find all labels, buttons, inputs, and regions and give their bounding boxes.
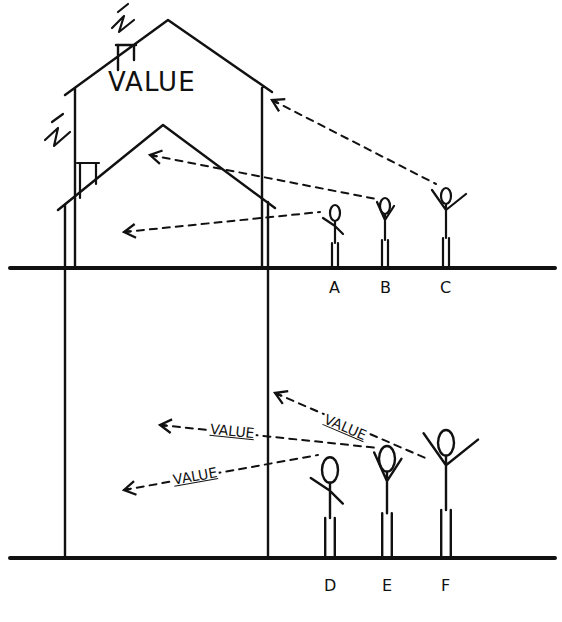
house-box: VALUE xyxy=(55,10,280,272)
arrow-label: VALUE xyxy=(170,465,220,489)
dashed-arrow xyxy=(124,455,318,490)
figure-letter: E xyxy=(382,577,392,595)
ground-line xyxy=(10,266,555,270)
stick-figure xyxy=(424,430,478,558)
house-label: VALUE xyxy=(108,68,196,97)
stick-figure xyxy=(323,205,343,268)
house-wall xyxy=(65,202,268,558)
smoke xyxy=(112,4,134,32)
stick-figure xyxy=(311,457,343,558)
smoke xyxy=(45,114,70,146)
house-outline xyxy=(55,10,280,272)
house-line xyxy=(65,20,272,268)
ground-line xyxy=(10,556,555,560)
figure-letter: A xyxy=(329,279,340,297)
figure-letter: B xyxy=(380,279,391,297)
figure-letter: D xyxy=(324,577,336,595)
stick-figure xyxy=(432,188,466,268)
dashed-arrow xyxy=(275,393,430,460)
chimney xyxy=(77,163,99,198)
arrow-label: VALUE xyxy=(207,422,257,442)
house-roof xyxy=(58,125,275,210)
arrow-label: VALUE xyxy=(320,411,371,444)
figure-letter: C xyxy=(440,279,451,297)
stick-figure xyxy=(374,446,401,558)
dashed-arrow xyxy=(124,212,320,232)
dashed-arrow xyxy=(272,100,436,184)
stick-figure xyxy=(377,198,394,268)
figure-letter: F xyxy=(441,577,450,595)
